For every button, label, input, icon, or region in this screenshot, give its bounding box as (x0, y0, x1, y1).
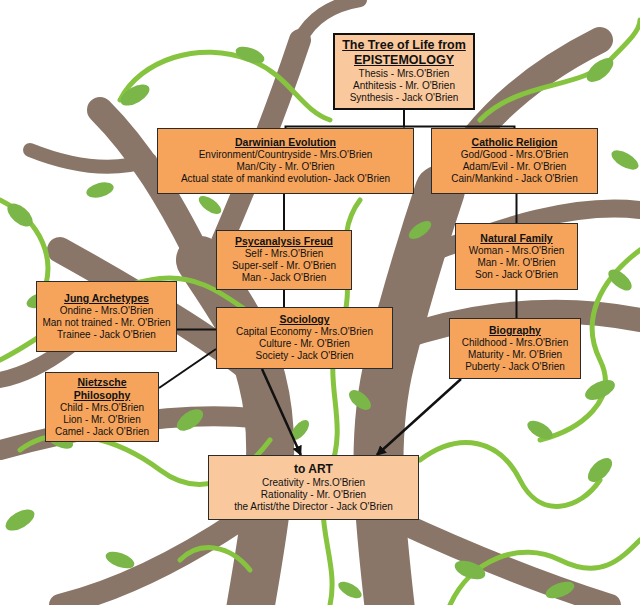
box-line: Woman - Mrs.O'Brien (469, 245, 565, 257)
box-heading: to ART (294, 462, 333, 477)
box-line: Anthitesis - Mr. O'Brien (353, 80, 455, 92)
box-line: Lion - Mr. O'Brien (63, 414, 141, 426)
box-line: Creativity - Mrs.O'Brien (262, 477, 365, 489)
connector-line (516, 194, 518, 223)
box-line: Maturity - Mr. O'Brien (468, 349, 562, 361)
tree-vines (0, 20, 640, 605)
box-line: Camel - Jack O'Brien (55, 426, 149, 438)
box-line: Trainee - Jack O'Brien (57, 329, 156, 341)
title-box: The Tree of Life from EPISTEMOLOGYThesis… (333, 33, 475, 110)
connector-line (283, 194, 285, 230)
connector-line (159, 349, 216, 388)
topic-box: BiographyChildhood - Mrs.O'BrienMaturity… (449, 318, 581, 379)
box-line: Synthesis - Jack O'Brien (350, 92, 459, 104)
topic-box: SociologyCapital Economy - Mrs.O'BrienCu… (216, 307, 393, 369)
box-line: Childhood - Mrs.O'Brien (462, 337, 568, 349)
connector-line (516, 290, 518, 318)
box-line: Environment/Countryside - Mrs.O'Brien (199, 149, 373, 161)
box-line: Man not trained - Mr. O'Brien (42, 317, 170, 329)
box-line: Thesis - Mrs.O'Brien (359, 68, 450, 80)
connector-line (177, 329, 216, 331)
box-heading: Sociology (279, 313, 329, 326)
connector-line (286, 110, 405, 128)
box-line: Society - Jack O'Brien (255, 350, 353, 362)
box-line: the Artist/the Director - Jack O'Brien (234, 501, 393, 513)
box-line: Man - Jack O'Brien (242, 272, 327, 284)
box-line: Capital Economy - Mrs.O'Brien (236, 326, 373, 338)
box-line: Culture - Mr. O'Brien (259, 338, 350, 350)
box-line: Ondine - Mrs.O'Brien (60, 305, 154, 317)
connector-line (283, 290, 285, 307)
box-heading: Jung Archetypes (64, 292, 149, 305)
box-heading: Nietzsche Philosophy (51, 376, 153, 402)
box-line: Son - Jack O'Brien (475, 269, 558, 281)
box-line: God/Good - Mrs.O'Brien (461, 149, 569, 161)
box-line: Super-self - Mr. O'Brien (232, 260, 336, 272)
connector-arrow (262, 369, 301, 455)
topic-box: Jung ArchetypesOndine - Mrs.O'BrienMan n… (36, 281, 177, 352)
box-line: Man/City - Mr. O'Brien (236, 161, 334, 173)
topic-box: Darwinian EvolutionEnvironment/Countrysi… (157, 128, 414, 194)
box-line: Child - Mrs.O'Brien (60, 402, 144, 414)
topic-box: Natural FamilyWoman - Mrs.O'BrienMan - M… (455, 223, 578, 290)
box-line: Puberty - Jack O'Brien (465, 361, 565, 373)
topic-box: Catholic ReligionGod/Good - Mrs.O'BrienA… (431, 128, 598, 194)
box-heading: Catholic Religion (472, 136, 558, 149)
box-line: Cain/Mankind - Jack O'Brien (451, 173, 577, 185)
box-heading: Darwinian Evolution (235, 136, 336, 149)
box-heading: Psycanalysis Freud (235, 235, 333, 248)
box-heading: Natural Family (480, 232, 552, 245)
box-line: Rationality - Mr. O'Brien (261, 489, 366, 501)
connector-arrow (377, 379, 461, 455)
tree-leaves (2, 43, 640, 601)
box-heading: The Tree of Life from EPISTEMOLOGY (340, 38, 468, 68)
topic-box: Psycanalysis FreudSelf - Mrs.O'BrienSupe… (216, 230, 352, 290)
box-heading: Biography (489, 324, 541, 337)
box-line: Self - Mrs.O'Brien (245, 248, 324, 260)
box-line: Actual state of mankind evolution- Jack … (181, 173, 390, 185)
box-line: Adam/Evil - Mr. O'Brien (463, 161, 567, 173)
result-box: to ARTCreativity - Mrs.O'BrienRationalit… (208, 455, 419, 520)
topic-box: Nietzsche PhilosophyChild - Mrs.O'BrienL… (45, 372, 159, 442)
box-line: Man - Mr. O'Brien (477, 257, 555, 269)
connector-line (404, 110, 515, 128)
